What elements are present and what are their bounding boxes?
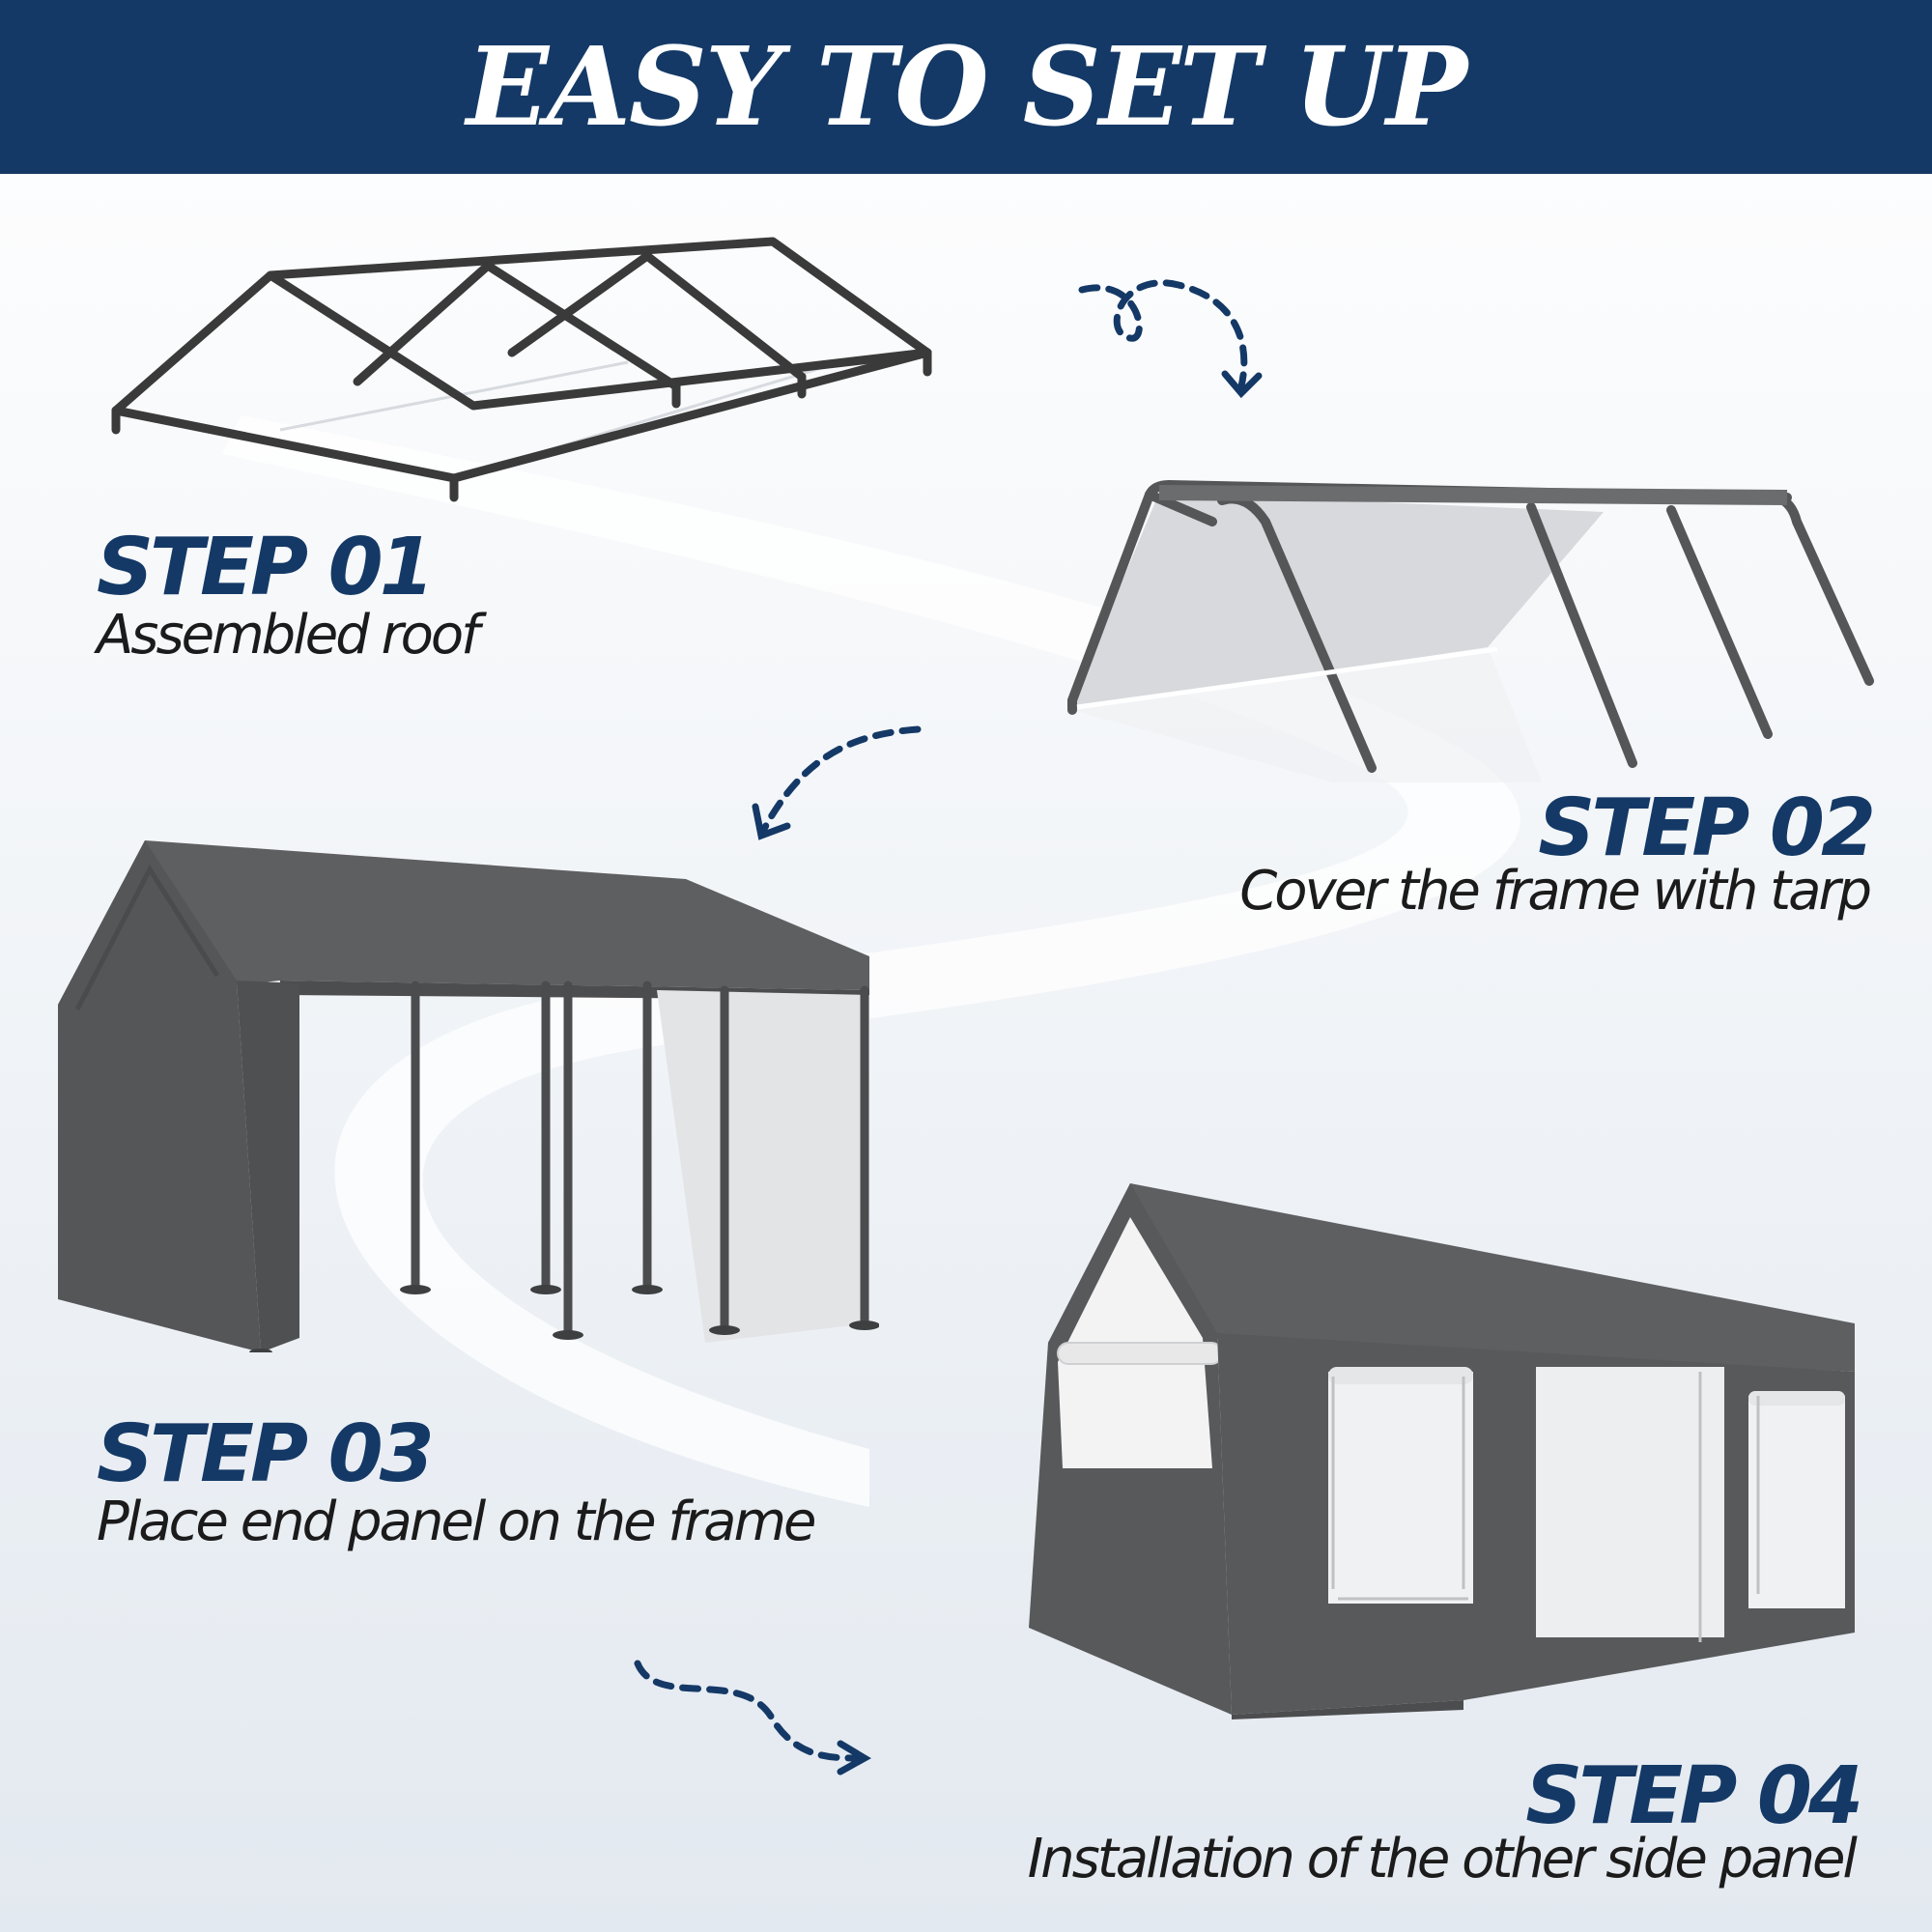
step-02-title: STEP 02 [1538,782,1876,874]
step-03-title: STEP 03 [97,1408,435,1500]
header-banner: EASY TO SET UP [0,0,1932,174]
dotted-arrow-icon [634,1660,871,1776]
dotted-arrow-icon [1078,279,1263,399]
step-03-description: Place end panel on the frame [97,1491,816,1553]
roof-frame-icon [111,237,932,502]
step-01-title: STEP 01 [97,522,435,613]
step-02-description: Cover the frame with tarp [1239,860,1872,923]
full-canopy-tent-icon [1029,1183,1855,1719]
dotted-arrow-icon [752,725,922,840]
step-01-description: Assembled roof [97,604,480,667]
step-04-title: STEP 04 [1525,1750,1863,1842]
step-04-description: Installation of the other side panel [1027,1828,1858,1890]
page-title: EASY TO SET UP [466,23,1467,151]
tarp-covered-frame-icon [1067,480,1874,782]
end-panel-canopy-icon [58,840,879,1352]
